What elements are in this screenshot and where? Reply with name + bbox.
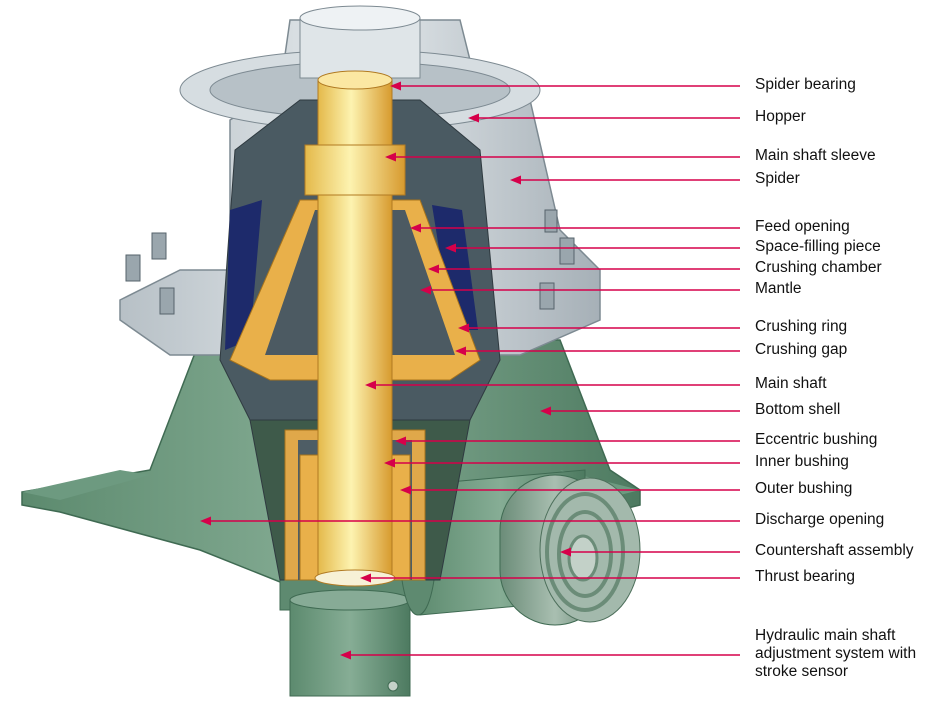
leader-arrowhead: [428, 264, 439, 274]
part-label: Space-filling piece: [755, 238, 881, 255]
part-label: Main shaft: [755, 375, 827, 392]
part-label: Discharge opening: [755, 511, 885, 528]
leader-arrowhead: [385, 152, 396, 162]
part-label: Feed opening: [755, 218, 850, 235]
leader-arrowhead: [340, 650, 351, 660]
part-label: Spider: [755, 170, 800, 187]
part-label: Hydraulic main shaft adjustment system w…: [755, 627, 917, 680]
part-label: Hopper: [755, 108, 806, 125]
leader-arrowhead: [420, 285, 431, 295]
leader-arrowhead: [200, 516, 211, 526]
part-label: Crushing ring: [755, 318, 848, 335]
leader-arrowhead: [384, 458, 395, 468]
part-label: Bottom shell: [755, 401, 841, 418]
part-label: Crushing chamber: [755, 259, 882, 276]
part-label: Mantle: [755, 280, 802, 297]
leader-arrowhead: [410, 223, 421, 233]
part-label: Outer bushing: [755, 480, 853, 497]
leader-arrowhead: [510, 175, 521, 185]
leader-arrowhead: [468, 113, 479, 123]
leader-arrowhead: [390, 81, 401, 91]
part-label: Crushing gap: [755, 341, 848, 358]
leader-lines: [200, 81, 740, 660]
part-label: Inner bushing: [755, 453, 849, 470]
part-label: Main shaft sleeve: [755, 147, 876, 164]
main-shaft: [304, 70, 406, 587]
leader-arrowhead: [540, 406, 551, 416]
part-label: Spider bearing: [755, 76, 856, 93]
crushing-ring-liner: [225, 200, 478, 350]
leader-arrowhead: [400, 485, 411, 495]
leader-arrowhead: [455, 346, 466, 356]
part-label: Thrust bearing: [755, 568, 855, 585]
leader-arrowhead: [395, 436, 406, 446]
part-label: Eccentric bushing: [755, 431, 878, 448]
leader-arrowhead: [365, 380, 376, 390]
hydraulic-cylinder: [289, 589, 411, 697]
leader-arrowhead: [360, 573, 371, 583]
part-label: Countershaft assembly: [755, 542, 914, 559]
leader-arrowhead: [458, 323, 469, 333]
leader-arrowhead: [560, 547, 571, 557]
leader-arrowhead: [445, 243, 456, 253]
